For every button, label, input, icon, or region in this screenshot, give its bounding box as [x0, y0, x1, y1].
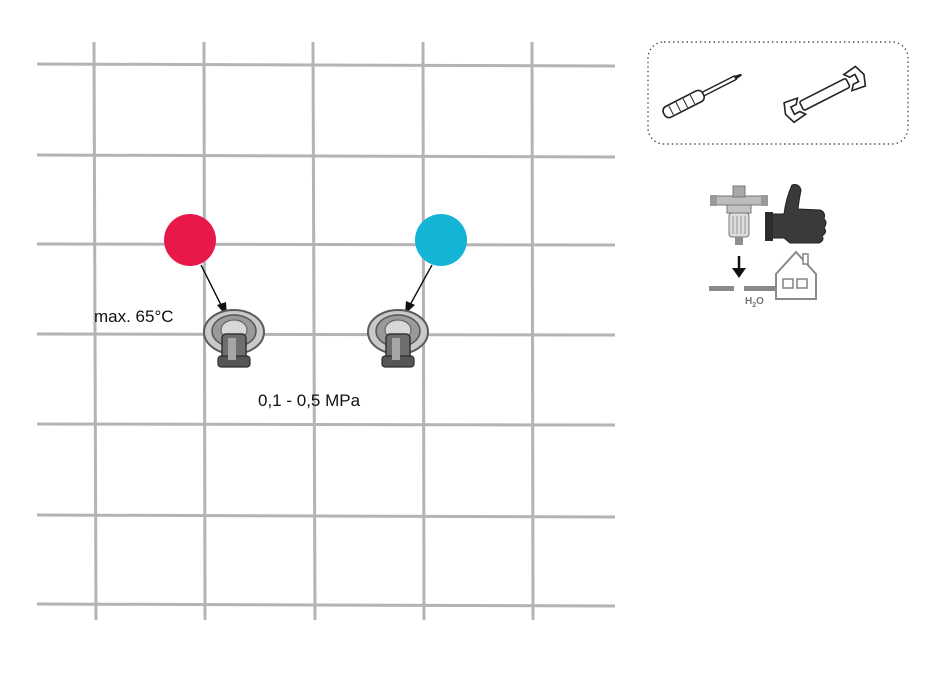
max-temperature-label: max. 65°C	[94, 307, 174, 326]
hot-water-marker	[164, 214, 216, 266]
h2o-prefix: H	[745, 296, 753, 307]
h2o-subscript: 2	[752, 302, 757, 309]
tools-panel	[647, 41, 909, 145]
pipe-right	[744, 286, 780, 291]
wrench-icon	[783, 65, 867, 124]
cold-water-valve	[367, 309, 429, 368]
h2o-label: H2O	[745, 296, 764, 309]
pipe-left	[709, 286, 734, 291]
filter-icon	[710, 185, 768, 245]
h2o-suffix: O	[756, 296, 764, 307]
installation-ok-icon	[709, 184, 827, 300]
thumbs-up-icon	[765, 184, 827, 244]
pressure-range-label: 0,1 - 0,5 MPa	[258, 391, 361, 410]
screwdriver-icon	[662, 73, 742, 119]
cold-water-marker	[415, 214, 467, 266]
house-icon	[775, 250, 817, 300]
tiled-wall	[36, 41, 616, 621]
hot-water-valve	[203, 309, 265, 368]
arrow-down-icon	[732, 256, 746, 278]
cold-arrow	[405, 264, 433, 314]
